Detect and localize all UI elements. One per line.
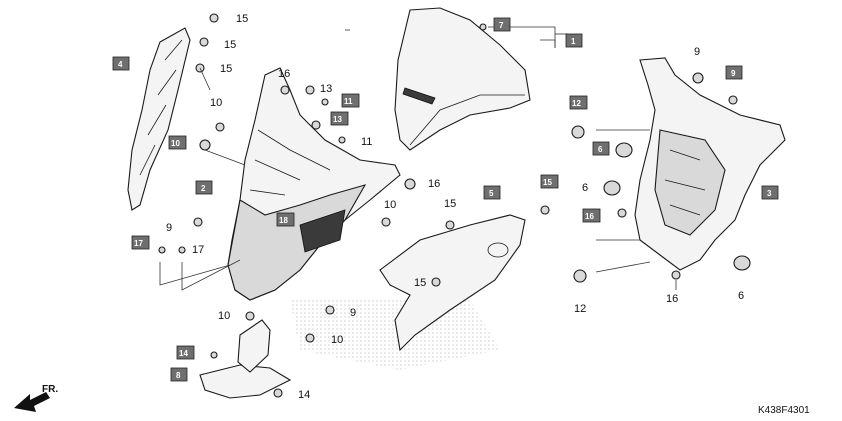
- callout-12a: 12: [572, 99, 581, 108]
- callout-16a: 16: [278, 68, 290, 80]
- callout-3: 3: [767, 189, 772, 198]
- callout-10b: 10: [171, 139, 180, 148]
- callout-13a: 13: [320, 83, 332, 95]
- callout-4: 4: [118, 60, 123, 69]
- callout-9a: 9: [166, 222, 172, 234]
- callout-15a: 15: [236, 13, 248, 25]
- callout-7: 7: [499, 21, 504, 30]
- direction-label: FR.: [42, 384, 58, 395]
- callout-12b: 12: [574, 303, 586, 315]
- windscreen-part: [394, 7, 531, 151]
- fasteners: [158, 13, 751, 398]
- callout-17b: 17: [192, 244, 204, 256]
- callout-labels: 15 15 15 4 10 10 16 13 11 13 11 2 9 17 1…: [112, 13, 779, 401]
- callout-14b: 14: [298, 389, 310, 401]
- callout-8: 8: [176, 371, 181, 380]
- stipple-shadow: [290, 300, 500, 370]
- diagram-code: K438F4301: [758, 405, 810, 416]
- arrow-left-icon: [14, 392, 50, 412]
- callout-5: 5: [489, 189, 494, 198]
- callout-16d: 16: [666, 293, 678, 305]
- callout-10c: 10: [384, 199, 396, 211]
- front-direction-indicator: FR.: [14, 384, 58, 412]
- callout-1: 1: [571, 37, 576, 46]
- side-panel-right-part: [379, 214, 526, 352]
- callout-15b: 15: [224, 39, 236, 51]
- callout-9c: 9: [694, 46, 700, 58]
- callout-6c: 6: [738, 290, 744, 302]
- callout-15d: 15: [444, 198, 456, 210]
- callout-15c: 15: [220, 63, 232, 75]
- callout-10a: 10: [210, 97, 222, 109]
- callout-11a: 11: [344, 97, 353, 106]
- side-cover-left-part: [127, 27, 191, 211]
- callout-16c: 16: [585, 212, 594, 221]
- callout-10d: 10: [218, 310, 230, 322]
- callout-16b: 16: [428, 178, 440, 190]
- callout-15e: 15: [543, 178, 552, 187]
- callout-6a: 6: [598, 145, 603, 154]
- callout-3a: 9: [731, 69, 736, 78]
- callout-14a: 14: [179, 349, 188, 358]
- callout-18: 18: [279, 216, 288, 225]
- callout-2: 2: [201, 184, 206, 193]
- callout-11b: 11: [361, 136, 372, 148]
- callout-10e: 10: [331, 334, 343, 346]
- callout-17a: 17: [134, 239, 143, 248]
- callout-15f: 15: [414, 277, 426, 289]
- callout-9b: 9: [350, 307, 356, 319]
- callout-13b: 13: [333, 115, 342, 124]
- callout-6b: 6: [582, 182, 588, 194]
